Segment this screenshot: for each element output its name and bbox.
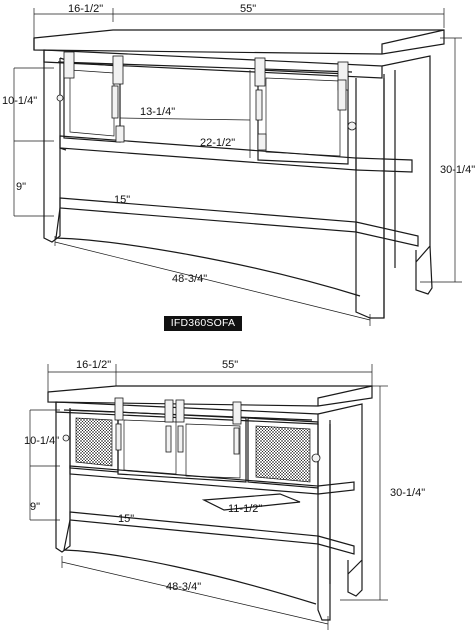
bottom-base-width-label: 48-3/4" xyxy=(166,581,201,593)
bottom-width-label: 55" xyxy=(222,359,238,371)
top-overall-height-label: 30-1/4" xyxy=(440,164,475,176)
top-shelf-depth-label: 15" xyxy=(114,194,130,206)
top-base-width-label: 48-3/4" xyxy=(172,273,207,285)
top-dimension-lines xyxy=(13,8,462,326)
top-depth-label: 16-1/2" xyxy=(68,3,103,15)
bottom-shelf-depth-label: 15" xyxy=(118,513,134,525)
bottom-drawing: 16-1/2" 55" 10-1/4" 9" 15" 11-1/2" 30-1/… xyxy=(24,359,425,630)
bottom-dimension-lines xyxy=(29,364,388,630)
top-drawing: 16-1/2" 55" 10-1/4" 9" 13-1/4" 22-1/2" 1… xyxy=(2,3,475,326)
top-inner-width-label: 22-1/2" xyxy=(200,137,235,149)
bottom-depth-label: 16-1/2" xyxy=(76,359,111,371)
bottom-upper-shelf-label: 10-1/4" xyxy=(24,435,59,447)
bottom-inner-width-label: 11-1/2" xyxy=(228,503,262,515)
bottom-overall-height-label: 30-1/4" xyxy=(390,487,425,499)
bottom-lower-shelf-label: 9" xyxy=(30,501,40,513)
bottom-barn-hardware xyxy=(62,397,321,463)
top-lower-shelf-label: 9" xyxy=(16,181,26,193)
top-inner-height-label: 13-1/4" xyxy=(140,106,175,118)
top-barn-hardware xyxy=(56,51,357,151)
top-upper-shelf-label: 10-1/4" xyxy=(2,95,37,107)
bottom-mesh-panels xyxy=(69,409,319,489)
top-sliding-doors xyxy=(57,61,353,165)
model-label: IFD360SOFA xyxy=(164,316,242,331)
top-width-label: 55" xyxy=(240,3,256,15)
